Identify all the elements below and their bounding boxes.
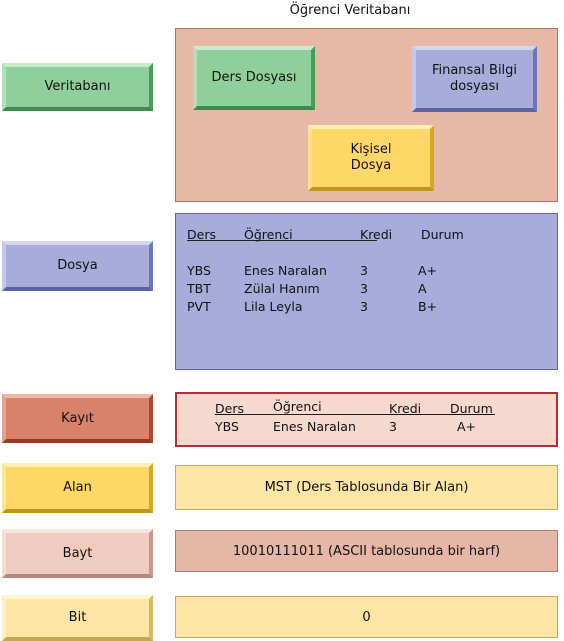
file-cell: 3 <box>360 281 368 296</box>
diagram-title: Öğrenci Veritabanı <box>289 3 411 18</box>
file-cell: 3 <box>360 299 368 314</box>
record-header-underline <box>215 414 495 415</box>
file-cell: B+ <box>418 299 438 314</box>
file-header-underline <box>187 240 377 241</box>
level-label-dosya: Dosya <box>2 241 153 291</box>
file-header-kredi: Kredi <box>360 227 393 242</box>
file-cell: TBT <box>187 281 211 296</box>
file-cell: Zülal Hanım <box>244 281 320 296</box>
file-cell: Enes Naralan <box>244 263 327 278</box>
finansal-line1: Finansal Bilgi <box>431 63 518 78</box>
record-header-ders: Ders <box>215 401 244 416</box>
level-label-bayt: Bayt <box>2 529 153 578</box>
file-panel: Ders Öğrenci Kredi Durum YBS Enes Narala… <box>175 213 558 370</box>
file-header-ders: Ders <box>187 227 216 242</box>
file-cell: A <box>418 281 427 296</box>
finansal-bilgi-box: Finansal Bilgi dosyası <box>412 46 537 112</box>
record-header-kredi: Kredi <box>389 401 422 416</box>
kisisel-dosya-box: Kişisel Dosya <box>308 125 434 191</box>
record-cell: Enes Naralan <box>273 419 356 434</box>
record-cell: YBS <box>215 419 239 434</box>
record-header-durum: Durum <box>450 401 493 416</box>
finansal-line2: dosyası <box>449 79 500 94</box>
kisisel-line2: Dosya <box>350 158 392 173</box>
record-header-ogrenci: Öğrenci <box>273 399 322 414</box>
record-panel: Ders Öğrenci Kredi Durum YBS Enes Narala… <box>175 392 558 447</box>
ders-dosyasi-box: Ders Dosyası <box>193 46 315 110</box>
file-cell: A+ <box>418 263 438 278</box>
file-cell: YBS <box>187 263 211 278</box>
level-label-bit: Bit <box>2 595 153 641</box>
record-cell: A+ <box>457 419 477 434</box>
byte-panel: 10010111011 (ASCII tablosunda bir harf) <box>175 530 558 572</box>
level-label-alan: Alan <box>2 463 153 513</box>
file-header-ogrenci: Öğrenci <box>244 227 293 242</box>
file-cell: Lila Leyla <box>244 299 303 314</box>
record-cell: 3 <box>389 419 397 434</box>
level-label-veritabani: Veritabanı <box>2 63 153 111</box>
file-header-durum: Durum <box>421 227 464 242</box>
kisisel-line1: Kişisel <box>350 142 392 157</box>
file-cell: 3 <box>360 263 368 278</box>
bit-panel: 0 <box>175 596 558 638</box>
field-panel: MST (Ders Tablosunda Bir Alan) <box>175 465 558 510</box>
file-cell: PVT <box>187 299 211 314</box>
level-label-kayit: Kayıt <box>2 394 153 443</box>
